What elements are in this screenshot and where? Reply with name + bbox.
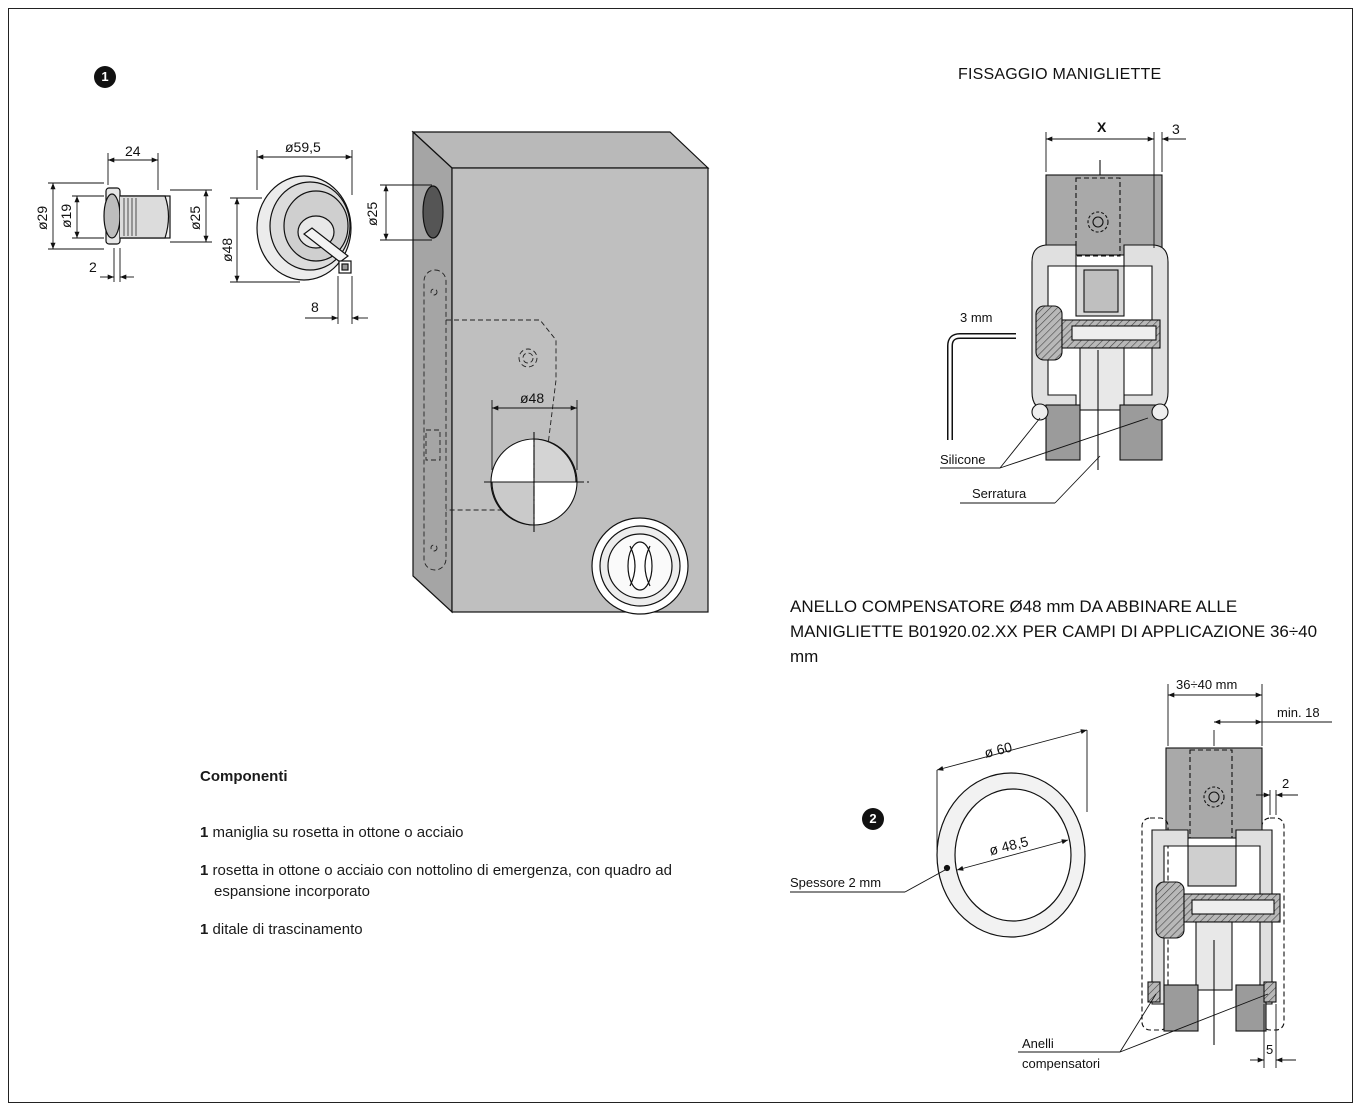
ring-range-label: 36÷40 mm xyxy=(1176,677,1237,692)
ring-thickness-label: Spessore 2 mm xyxy=(790,875,881,890)
rosette-part xyxy=(256,175,352,281)
ring-dim-5: 5 xyxy=(1266,1042,1273,1057)
ring-min-label: min. 18 xyxy=(1277,705,1320,720)
ring-section-dimensions xyxy=(1018,684,1332,1068)
dim-o19: ø19 xyxy=(58,204,74,228)
allen-key-highlight xyxy=(948,334,1016,440)
dim-o25-cup: ø25 xyxy=(187,206,203,230)
fixing-dimensions xyxy=(940,132,1186,504)
ring-caption: ANELLO COMPENSATORE Ø48 mm DA ABBINARE A… xyxy=(790,597,1318,666)
fixing-section xyxy=(1031,160,1169,470)
ring-outer-diameter: ø 60 xyxy=(983,739,1014,761)
key-size-label: 3 mm xyxy=(960,310,993,325)
components-title: Componenti xyxy=(200,768,288,785)
components-list: 1 maniglia su rosetta in ottone o acciai… xyxy=(200,822,720,957)
anelli-label-line1: Anelli xyxy=(1022,1036,1054,1051)
anelli-label-line2: compensatori xyxy=(1022,1056,1100,1071)
cup-dimensions xyxy=(48,153,212,282)
ring-dimensions xyxy=(790,729,1088,893)
dim-3: 3 xyxy=(1172,121,1180,137)
dim-2-cup: 2 xyxy=(89,259,97,275)
dim-o48-rosette: ø48 xyxy=(219,238,235,262)
dim-24: 24 xyxy=(125,143,141,159)
silicone-label: Silicone xyxy=(940,452,986,467)
allen-key xyxy=(947,333,1016,440)
rosette-dimensions xyxy=(230,150,368,324)
dim-x: X xyxy=(1097,119,1107,135)
fixing-title: FISSAGGIO MANIGLIETTE xyxy=(958,66,1162,83)
component-item: 1 maniglia su rosetta in ottone o acciai… xyxy=(200,824,464,841)
dim-o59-5: ø59,5 xyxy=(285,139,321,155)
dim-o25-door: ø25 xyxy=(364,202,380,226)
door-cylinder-hole xyxy=(484,432,590,532)
figure-1-badge: 1 xyxy=(94,66,116,88)
ring-dim-2: 2 xyxy=(1282,776,1289,791)
cup-part xyxy=(103,187,171,245)
figure-2-badge: 2 xyxy=(862,808,884,830)
door-knob xyxy=(591,517,689,615)
dim-o29: ø29 xyxy=(34,206,50,230)
door-dimensions xyxy=(380,184,578,470)
dim-8: 8 xyxy=(311,299,319,315)
component-item: 1 ditale di trascinamento xyxy=(200,921,363,938)
serratura-label: Serratura xyxy=(972,486,1027,501)
dim-o48-door: ø48 xyxy=(520,390,544,406)
ring-section xyxy=(1141,747,1285,1045)
component-item: 1 rosetta in ottone o acciaio con nottol… xyxy=(200,862,672,900)
